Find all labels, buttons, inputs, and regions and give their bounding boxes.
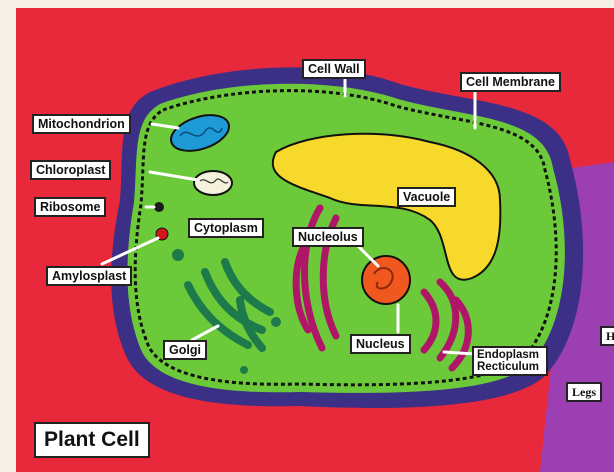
- label-golgi: Golgi: [163, 340, 207, 360]
- label-amylosplast: Amylosplast: [46, 266, 132, 286]
- label-cytoplasm: Cytoplasm: [188, 218, 264, 238]
- label-cell-membrane: Cell Membrane: [460, 72, 561, 92]
- label-endoplasmic-reticulum: Endoplasm Recticulum: [472, 346, 548, 376]
- label-mitochondrion: Mitochondrion: [32, 114, 131, 134]
- label-vacuole: Vacuole: [397, 187, 456, 207]
- label-er-line2: Recticulum: [477, 361, 543, 373]
- label-er-line1: Endoplasm: [477, 349, 543, 361]
- label-ribosome: Ribosome: [34, 197, 106, 217]
- label-chloroplast: Chloroplast: [30, 160, 111, 180]
- side-label-legs: Legs: [566, 382, 602, 402]
- page-title: Plant Cell: [34, 422, 150, 458]
- label-nucleus: Nucleus: [350, 334, 411, 354]
- label-nucleolus: Nucleolus: [292, 227, 364, 247]
- nucleus-shape: [362, 256, 410, 304]
- side-label-h: H: [600, 326, 614, 346]
- label-cell-wall: Cell Wall: [302, 59, 366, 79]
